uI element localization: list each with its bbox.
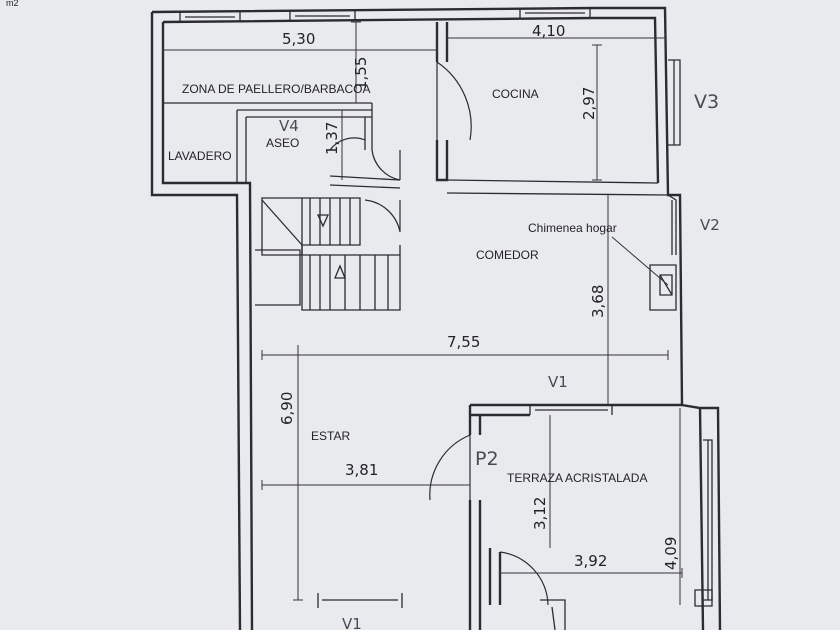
interior-walls <box>163 22 682 630</box>
chimenea-symbol <box>611 236 677 311</box>
room-labels: ZONA DE PAELLERO/BARBACOA COCINA LAVADER… <box>168 82 647 485</box>
note-v2: V2 <box>700 216 720 234</box>
handwritten-notes: V3 V2 V4 V1 V1 P2 <box>279 91 720 630</box>
dim-1-55: 1,55 <box>352 57 370 90</box>
dim-3-92: 3,92 <box>574 552 607 570</box>
dim-7-55: 7,55 <box>447 333 480 351</box>
note-v4: V4 <box>279 117 299 135</box>
dim-1-37: 1,37 <box>323 122 341 155</box>
windows <box>179 8 713 608</box>
dim-2-97: 2,97 <box>580 87 598 120</box>
dim-3-81: 3,81 <box>345 461 378 479</box>
dim-3-68: 3,68 <box>589 285 607 318</box>
note-v1-bottom: V1 <box>342 615 362 630</box>
room-label-cocina: COCINA <box>492 87 539 101</box>
room-label-aseo: ASEO <box>266 136 299 150</box>
dimension-values: 5,30 4,10 1,55 2,97 1,37 3,68 7,55 6,90 … <box>278 22 680 570</box>
outer-walls <box>150 6 722 630</box>
dimension-lines <box>162 21 683 605</box>
dim-4-10: 4,10 <box>532 22 565 40</box>
stairs <box>255 197 401 311</box>
scale-note: m2 <box>6 0 19 8</box>
room-label-comedor: COMEDOR <box>476 248 539 262</box>
room-label-estar: ESTAR <box>311 429 350 443</box>
doors <box>329 61 549 606</box>
room-label-barbacoa: ZONA DE PAELLERO/BARBACOA <box>182 82 371 96</box>
note-p2: P2 <box>475 448 499 470</box>
dim-5-30: 5,30 <box>282 30 315 48</box>
note-v3: V3 <box>694 91 719 113</box>
room-label-lavadero: LAVADERO <box>168 149 232 163</box>
chimenea-label: Chimenea hogar <box>528 221 617 235</box>
dim-4-09: 4,09 <box>662 537 680 570</box>
dim-3-12: 3,12 <box>531 497 549 530</box>
room-label-terraza: TERRAZA ACRISTALADA <box>507 471 647 485</box>
dim-6-90: 6,90 <box>278 392 296 425</box>
note-v1: V1 <box>548 373 568 391</box>
